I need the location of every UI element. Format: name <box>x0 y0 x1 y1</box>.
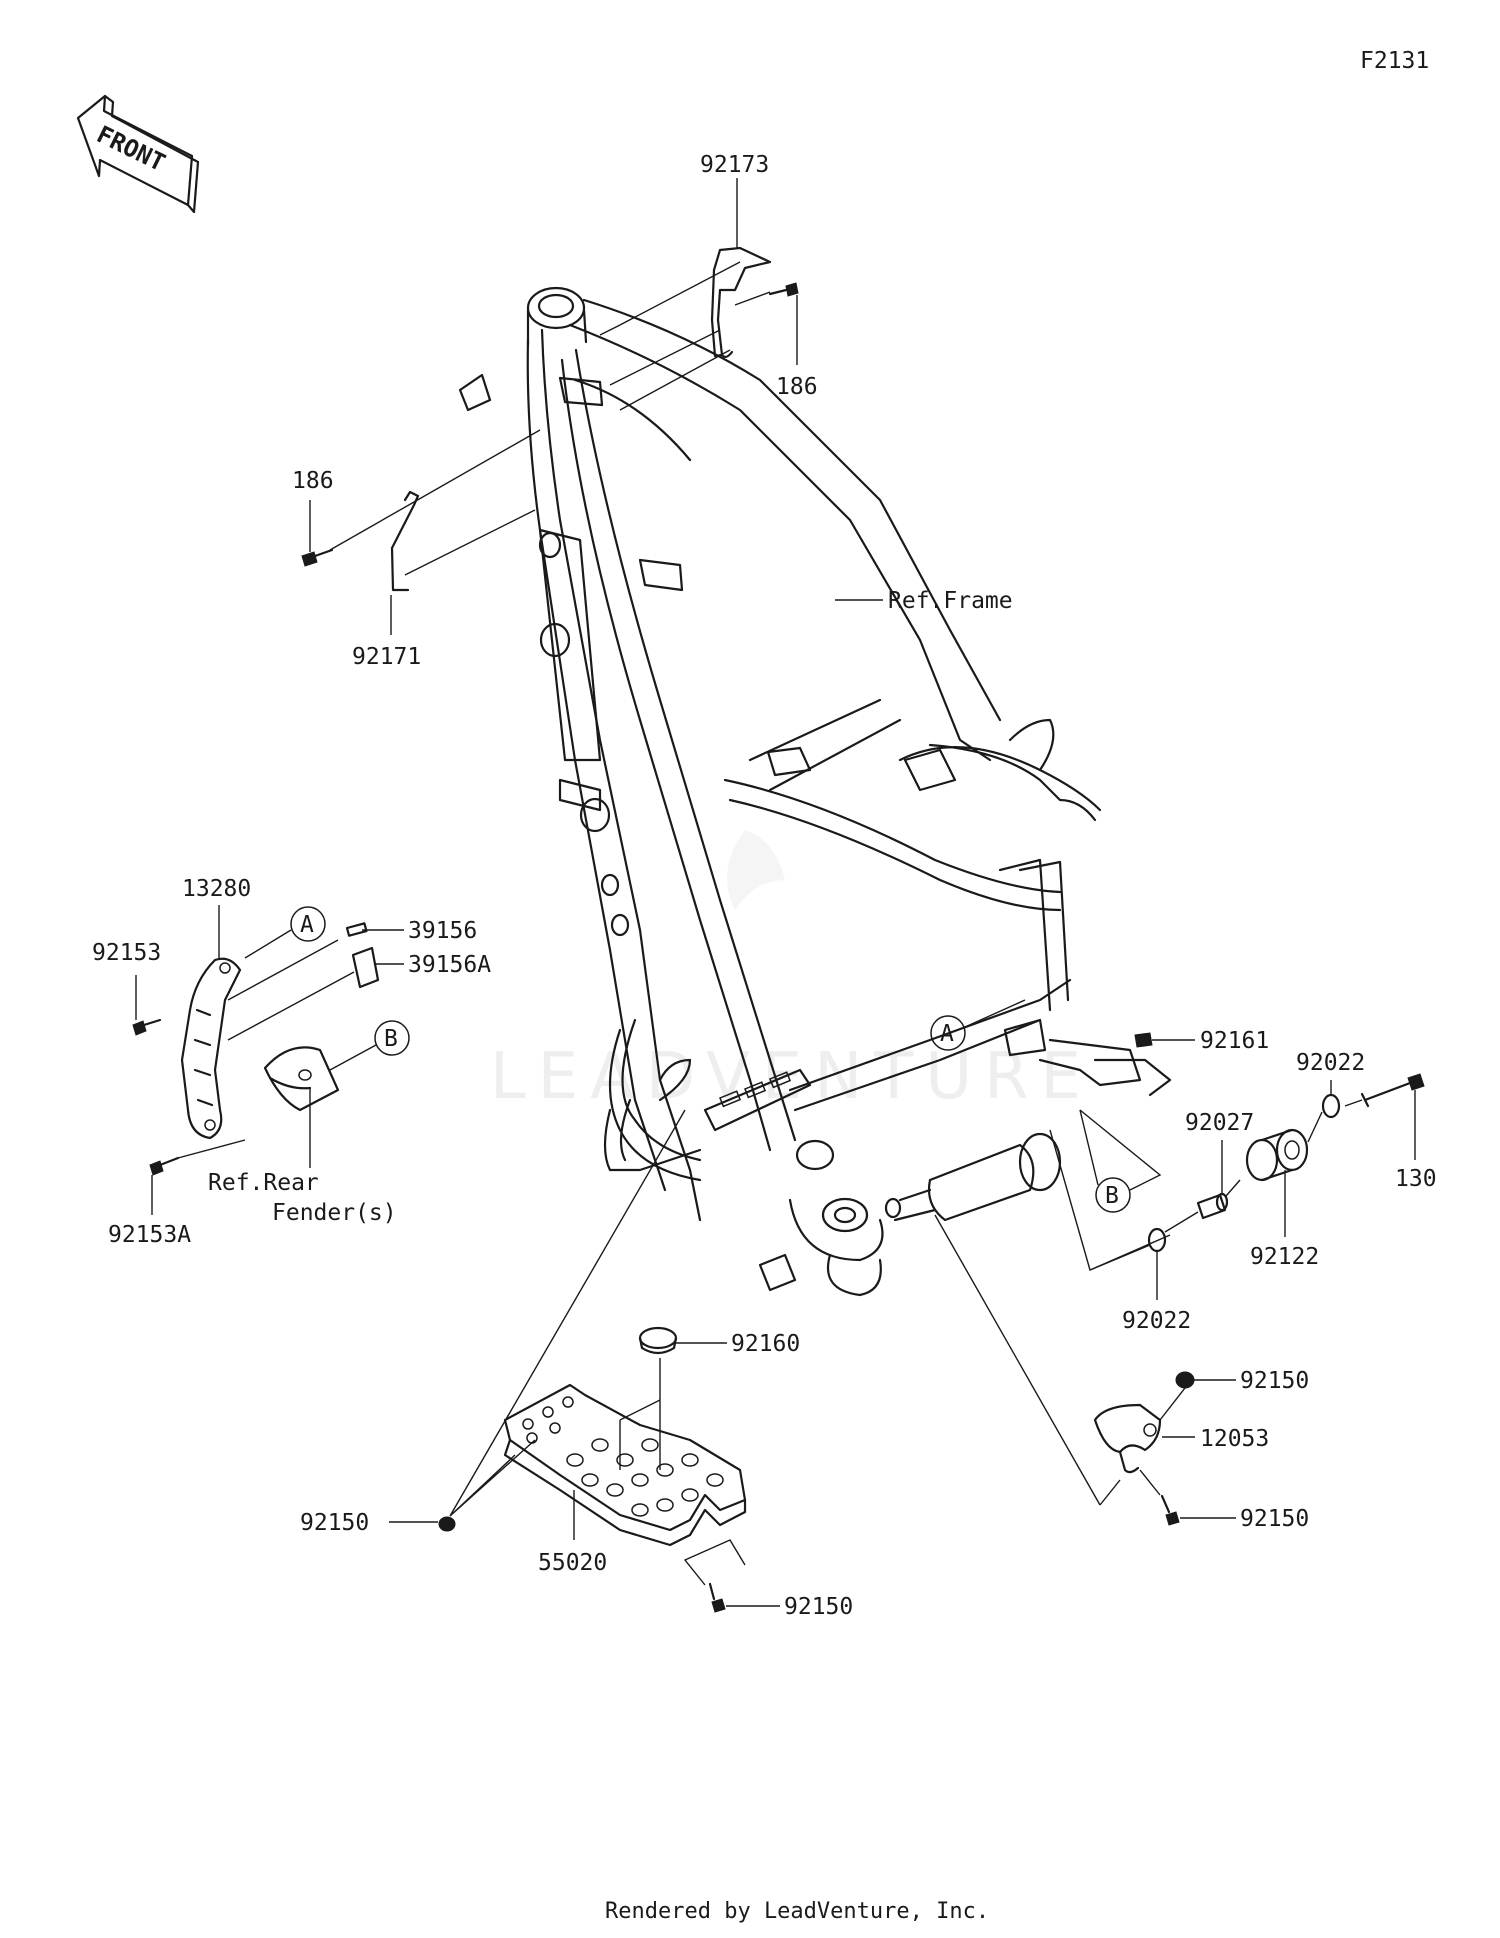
sticker-39156A <box>351 946 380 989</box>
label-92027: 92027 <box>1185 1110 1254 1136</box>
watermark-logo <box>727 830 785 910</box>
clip-92171 <box>390 490 420 592</box>
front-arrow-icon: FRONT <box>76 94 200 214</box>
callout-b-right <box>1095 1177 1131 1213</box>
bolt-186-top <box>768 282 799 365</box>
washer-92022-bottom <box>1147 1227 1167 1253</box>
sticker-39156 <box>345 922 368 937</box>
diagram-id: F2131 <box>1360 48 1429 74</box>
bolt-130 <box>1360 1073 1425 1108</box>
callout-b-left <box>374 1020 410 1056</box>
label-92173: 92173 <box>700 152 769 178</box>
callout-b-left-text: B <box>384 1026 398 1052</box>
label-92150-left: 92150 <box>300 1510 369 1536</box>
label-92171: 92171 <box>352 644 421 670</box>
frame-drawing <box>458 286 1172 1297</box>
callout-a-left-text: A <box>300 912 314 938</box>
guard-13280 <box>180 957 242 1140</box>
label-92153: 92153 <box>92 940 161 966</box>
label-186-top: 186 <box>776 374 818 400</box>
nut-92150-left <box>438 1516 456 1532</box>
skid-plate-55020 <box>503 1383 747 1547</box>
rear-fender-bracket <box>263 1046 340 1112</box>
label-186-left: 186 <box>292 468 334 494</box>
callout-b-right-text: B <box>1105 1183 1119 1209</box>
label-92150-r1: 92150 <box>1240 1368 1309 1394</box>
guard-12053 <box>1093 1403 1162 1474</box>
plug-92160 <box>638 1326 678 1355</box>
nut-92150-r1 <box>1175 1371 1236 1389</box>
washer-92022-top <box>1321 1093 1341 1119</box>
bolt-92150-r2 <box>1160 1494 1236 1526</box>
label-55020: 55020 <box>538 1550 607 1576</box>
footer-credit: Rendered by LeadVenture, Inc. <box>605 1899 989 1924</box>
label-130: 130 <box>1395 1166 1437 1192</box>
clip-92173 <box>710 246 772 359</box>
label-39156: 39156 <box>408 918 477 944</box>
label-92150-bottom: 92150 <box>784 1594 853 1620</box>
label-92161: 92161 <box>1200 1028 1269 1054</box>
label-92160: 92160 <box>731 1331 800 1357</box>
label-fenders: Fender(s) <box>272 1200 397 1226</box>
label-13280: 13280 <box>182 876 251 902</box>
front-label: FRONT <box>92 120 169 177</box>
callout-a-left <box>290 906 326 942</box>
label-92122: 92122 <box>1250 1244 1319 1270</box>
label-92022-top: 92022 <box>1296 1050 1365 1076</box>
label-92150-r2: 92150 <box>1240 1506 1309 1532</box>
label-ref-frame: Ref.Frame <box>888 588 1013 614</box>
watermark-text: LEADVENTURE <box>490 1040 1093 1114</box>
label-39156A: 39156A <box>408 952 491 978</box>
label-ref-rear: Ref.Rear <box>208 1170 319 1196</box>
label-12053: 12053 <box>1200 1426 1269 1452</box>
bushing-92122 <box>1245 1128 1309 1182</box>
bolt-92153A <box>149 1156 180 1176</box>
flame-icon <box>727 830 785 910</box>
plug-92161 <box>1134 1032 1195 1048</box>
callout-a-right-text: A <box>940 1021 954 1047</box>
bolt-186-left <box>301 500 334 567</box>
bolt-92150-bottom <box>708 1582 780 1613</box>
collar-92027 <box>1196 1192 1229 1220</box>
label-92153A: 92153A <box>108 1222 191 1248</box>
callout-a-right <box>930 1015 966 1051</box>
bolt-92153 <box>132 1018 162 1036</box>
label-92022-bottom: 92022 <box>1122 1308 1191 1334</box>
